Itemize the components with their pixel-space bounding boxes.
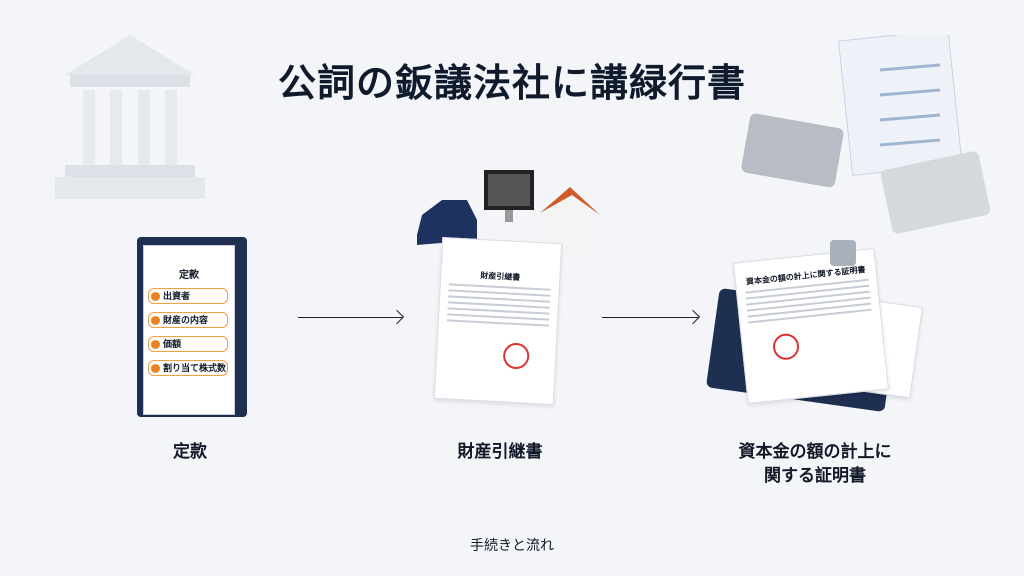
arrow-icon: [602, 317, 698, 318]
doc-title: 財産引継書: [480, 271, 521, 283]
capital-certificate-document: 資本金の額の計上に関する証明書: [732, 247, 890, 405]
arrow-icon: [298, 317, 402, 318]
page-title: 公詞の鈑議法社に講緑行書: [277, 61, 746, 105]
articles-book-page: 定款 出資者 財産の内容 価額 割り当て株式数: [143, 245, 235, 415]
checklist-calculator-icon: [741, 35, 991, 234]
property-transfer-document: 財産引継書: [433, 236, 563, 406]
book-item: 価額: [148, 336, 228, 352]
book-item: 出資者: [148, 288, 228, 304]
clip-icon: [830, 240, 856, 266]
book-item: 割り当て株式数: [148, 360, 228, 376]
step-label-property-transfer: 財産引継書: [457, 442, 543, 462]
step-label-articles: 定款: [173, 442, 207, 462]
footer-caption: 手続きと流れ: [470, 538, 554, 554]
book-item: 財産の内容: [148, 312, 228, 328]
seal-stamp-icon: [502, 342, 530, 370]
book-title: 定款: [179, 270, 199, 281]
step-label-capital-certificate: 資本金の額の計上に 関する証明書: [738, 442, 892, 486]
bank-building-icon: [55, 35, 205, 199]
car-monitor-house-icon: [417, 170, 600, 255]
seal-stamp-icon: [771, 332, 801, 362]
